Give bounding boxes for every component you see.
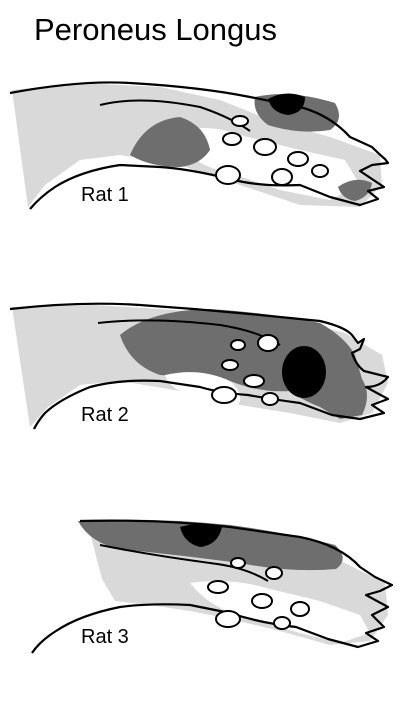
paw-panel-rat-3: Rat 3 xyxy=(0,515,399,715)
dark-zone xyxy=(282,346,326,398)
pad xyxy=(274,617,290,629)
pad xyxy=(208,581,228,593)
pad xyxy=(231,340,245,350)
paw-diagram-rat-3 xyxy=(0,515,399,675)
pad xyxy=(222,360,238,370)
pad xyxy=(291,602,309,616)
pad xyxy=(262,393,278,405)
paw-diagram-rat-1 xyxy=(0,75,399,235)
pad xyxy=(252,594,272,608)
pad xyxy=(288,152,308,166)
pad xyxy=(223,133,241,145)
paw-diagram-rat-2 xyxy=(0,295,399,455)
pad xyxy=(244,375,264,387)
pad xyxy=(266,567,282,579)
pad xyxy=(258,335,278,351)
pad xyxy=(272,169,292,185)
paw-panel-rat-1: Rat 1 xyxy=(0,75,399,275)
rat-label: Rat 3 xyxy=(81,627,129,647)
rat-label: Rat 1 xyxy=(81,185,129,205)
pad xyxy=(254,139,276,155)
rat-label: Rat 2 xyxy=(81,405,129,425)
pad xyxy=(216,611,240,627)
pad xyxy=(216,166,240,184)
pad xyxy=(231,558,245,568)
pad xyxy=(312,165,328,177)
pad xyxy=(212,387,236,403)
pad xyxy=(232,116,248,126)
paw-panel-rat-2: Rat 2 xyxy=(0,295,399,495)
figure-title: Peroneus Longus xyxy=(34,12,277,48)
